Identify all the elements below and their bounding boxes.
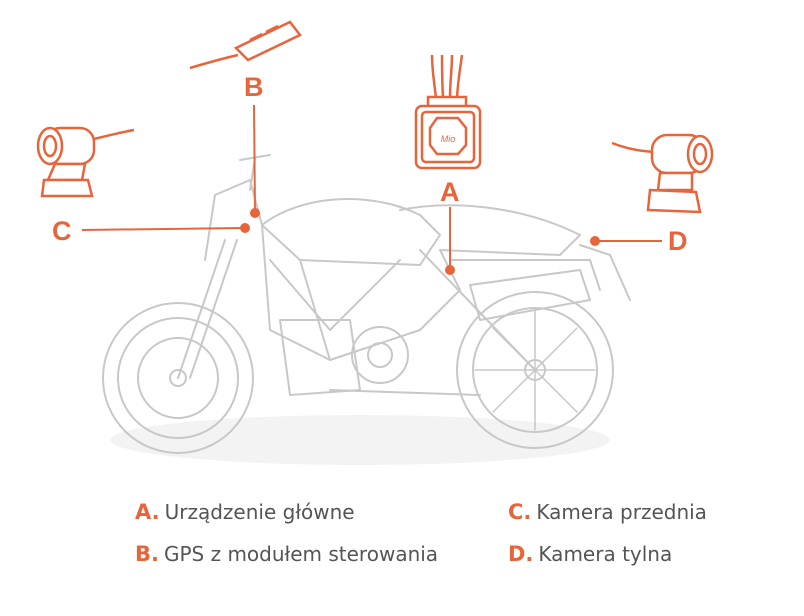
legend-label: Kamera tylna — [538, 542, 673, 566]
rear-wheel — [456, 291, 614, 449]
motorcycle — [102, 154, 631, 465]
legend-key: B. — [135, 542, 159, 566]
marker-a: A — [440, 177, 460, 207]
legend-key: C. — [508, 500, 532, 524]
marker-b: B — [244, 72, 264, 102]
marker-d: D — [668, 226, 688, 256]
legend-item-a: A. Urządzenie główne — [135, 500, 355, 524]
main-unit-icon: Mio — [414, 54, 482, 170]
legend-label: Kamera przednia — [536, 500, 707, 524]
leader-lines — [81, 104, 662, 275]
mio-logo: Mio — [441, 134, 456, 144]
legend-item-b: B. GPS z modułem sterowania — [135, 542, 438, 566]
legend-label: Urządzenie główne — [164, 500, 355, 524]
legend-label: GPS z modułem sterowania — [163, 542, 439, 566]
marker-c: C — [52, 216, 72, 246]
legend-key: A. — [135, 500, 160, 524]
legend-item-d: D. Kamera tylna — [508, 542, 672, 566]
legend-item-c: C. Kamera przednia — [508, 500, 707, 524]
gps-module-icon — [189, 20, 302, 70]
rear-camera-icon — [611, 133, 714, 214]
legend-key: D. — [508, 542, 534, 566]
front-wheel — [102, 302, 254, 454]
front-camera-icon — [36, 126, 135, 198]
